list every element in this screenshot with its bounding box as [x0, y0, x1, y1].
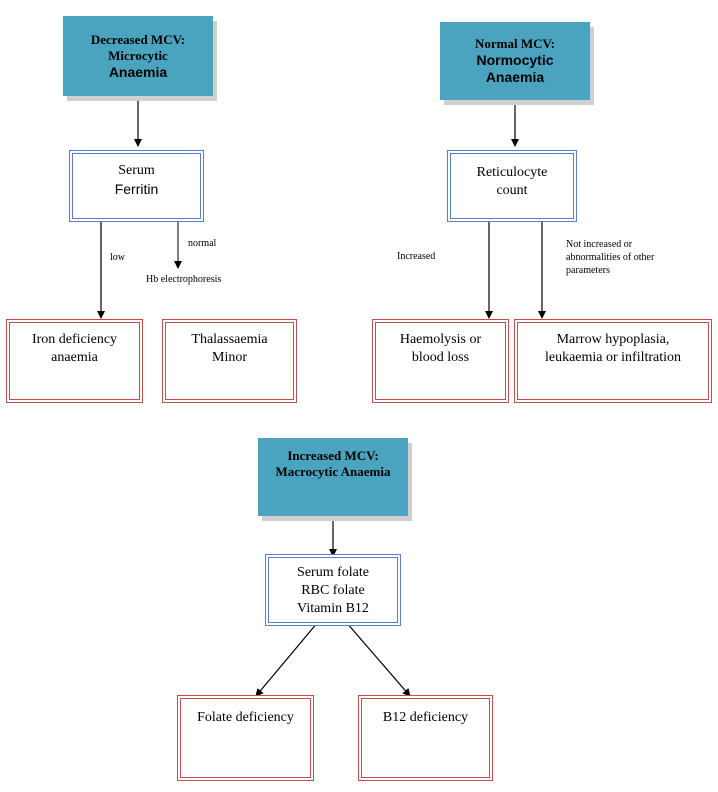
- arrow-tests-to-b12: [345, 621, 411, 697]
- macro-header-line2: Macrocytic Anaemia: [275, 464, 391, 479]
- folate-b12-test-box: Serum folate RBC folate Vitamin B12: [265, 554, 401, 626]
- outcome-haemolysis-line1: Haemolysis or: [399, 332, 482, 347]
- micro-header-line3: Anaemia: [108, 63, 168, 80]
- macro-header-box: Increased MCV: Macrocytic Anaemia: [258, 438, 408, 516]
- folate-test-line3: Vitamin B12: [297, 601, 369, 616]
- outcome-marrow-hypoplasia: Marrow hypoplasia, leukaemia or infiltra…: [514, 319, 712, 403]
- outcome-iron-deficiency: Iron deficiency anaemia: [6, 319, 143, 403]
- outcome-iron-deficiency-line2: anaemia: [51, 350, 98, 365]
- folate-test-line2: RBC folate: [301, 583, 365, 598]
- outcome-haemolysis: Haemolysis or blood loss: [372, 319, 509, 403]
- ferritin-test-line2: Ferritin: [114, 181, 159, 197]
- reticulocyte-test-line1: Reticulocyte: [476, 165, 548, 180]
- ferritin-test-box: Serum Ferritin: [69, 150, 204, 222]
- outcome-haemolysis-line2: blood loss: [411, 350, 470, 365]
- label-not-increased-line1: Not increased or: [566, 239, 633, 250]
- label-low: low: [110, 252, 125, 263]
- outcome-thalassaemia-minor: Thalassaemia Minor: [162, 319, 297, 403]
- normo-header-line3: Anaemia: [485, 69, 545, 85]
- label-not-increased-line2: abnormalities of other: [566, 252, 655, 263]
- reticulocyte-test-line2: count: [496, 183, 528, 198]
- macro-header-line1: Increased MCV:: [287, 448, 379, 463]
- outcome-folate-deficiency: Folate deficiency: [177, 695, 314, 781]
- normo-header-line1: Normal MCV:: [474, 36, 556, 51]
- outcome-folate-deficiency-label: Folate deficiency: [197, 710, 294, 725]
- micro-header-line2: Microcytic: [108, 47, 168, 63]
- outcome-b12-deficiency: B12 deficiency: [358, 695, 493, 781]
- label-not-increased-line3: parameters: [566, 265, 610, 276]
- label-not-increased: Not increased or abnormalities of other …: [566, 238, 654, 277]
- micro-header-line1: Decreased MCV:: [90, 31, 186, 47]
- ferritin-test-line1: Serum: [118, 163, 155, 178]
- label-normal: normal: [188, 238, 217, 249]
- normo-header-box: Normal MCV: Normocytic Anaemia: [440, 22, 590, 100]
- outcome-marrow-line1: Marrow hypoplasia,: [556, 332, 670, 347]
- label-hb-electrophoresis: Hb electrophoresis: [146, 274, 222, 285]
- folate-test-line1: Serum folate: [297, 565, 369, 580]
- micro-header-box: Decreased MCV: Microcytic Anaemia: [63, 16, 213, 96]
- label-increased: Increased: [397, 251, 436, 262]
- outcome-thalassaemia-line1: Thalassaemia: [191, 332, 268, 347]
- outcome-b12-deficiency-label: B12 deficiency: [382, 710, 469, 725]
- outcome-thalassaemia-line2: Minor: [212, 350, 247, 365]
- reticulocyte-test-box: Reticulocyte count: [447, 150, 577, 222]
- arrow-tests-to-folate: [255, 621, 319, 697]
- outcome-iron-deficiency-line1: Iron deficiency: [31, 332, 118, 347]
- outcome-marrow-line2: leukaemia or infiltration: [544, 350, 682, 365]
- normo-header-line2: Normocytic: [476, 52, 554, 68]
